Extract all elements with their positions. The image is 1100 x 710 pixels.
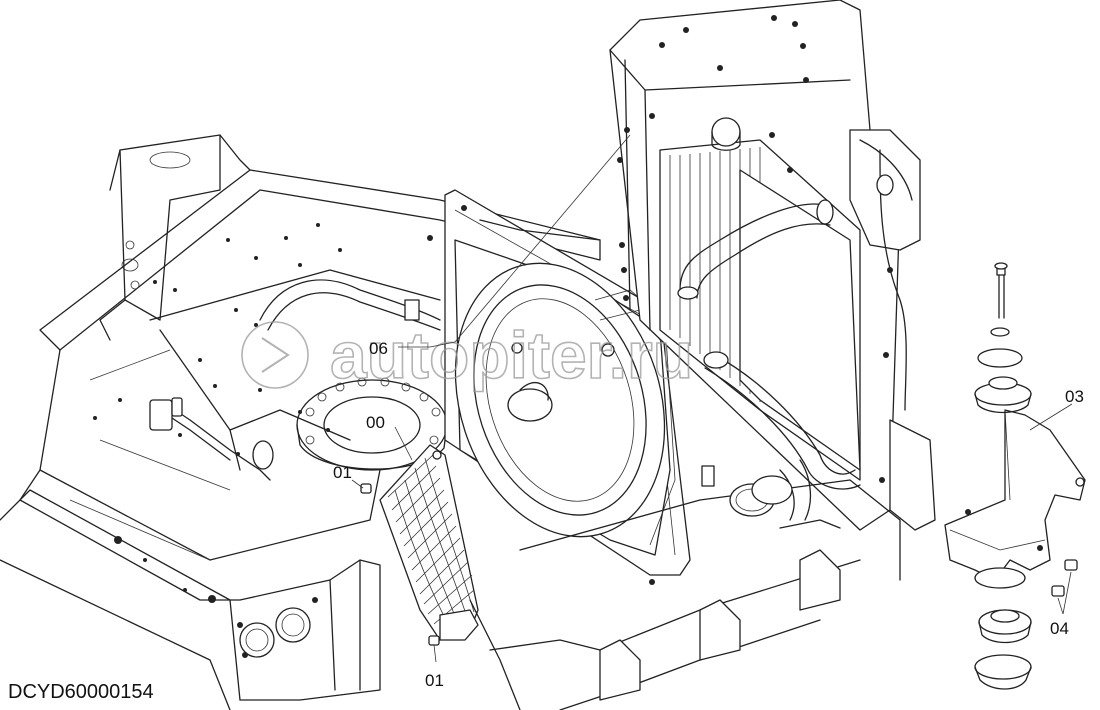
upper-frame: [19, 134, 601, 603]
callout-01-lower: 01: [425, 671, 444, 690]
watermark: autopiter.ru: [241, 317, 694, 393]
fan-guard: [379, 444, 479, 641]
callout-00: 00: [366, 413, 385, 432]
fan-shroud: [404, 189, 715, 585]
mount-bracket: [944, 409, 1086, 589]
bolts-04: [1051, 559, 1078, 597]
document-id: DCYD60000154: [8, 681, 154, 703]
callout-01-upper: 01: [333, 463, 352, 482]
bolts-01: [360, 483, 440, 646]
mount-stack: [974, 262, 1032, 690]
callout-04: 04: [1050, 619, 1069, 638]
leader-lines: [351, 134, 1073, 663]
watermark-text: autopiter.ru: [330, 318, 693, 392]
callout-03: 03: [1065, 387, 1084, 406]
radiator-assembly: [609, 0, 936, 531]
center-floor: [469, 219, 901, 710]
callout-06: 06: [369, 339, 388, 358]
lower-frame: [0, 489, 381, 710]
